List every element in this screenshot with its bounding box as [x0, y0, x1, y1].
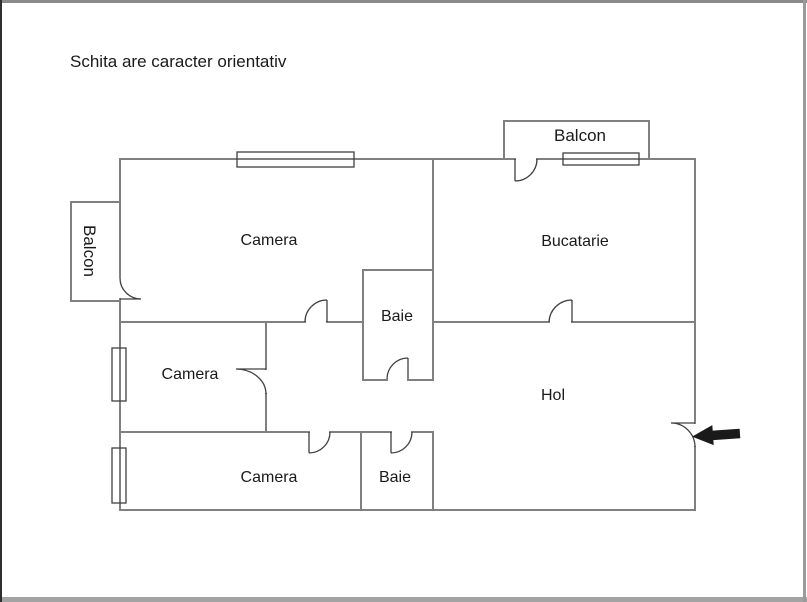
page-border-bottom: [0, 597, 807, 602]
page-border-top: [0, 0, 807, 3]
page-border-right: [803, 0, 806, 602]
room-label-hol: Hol: [540, 387, 566, 404]
window-camera-top: [236, 151, 355, 168]
door-bucatarie: [548, 299, 573, 323]
room-label-camera-middle: Camera: [161, 366, 219, 383]
door-baie-middle: [386, 357, 409, 380]
plan-disclaimer-title: Schita are caracter orientativ: [70, 52, 287, 71]
doors: [119, 158, 696, 454]
page-border-left: [0, 0, 2, 602]
interior-walls: [119, 158, 696, 511]
door-camera-bottom: [308, 431, 331, 454]
door-balcon-top: [514, 158, 538, 182]
window-camera-middle: [111, 347, 127, 402]
exterior-walls: [119, 158, 696, 511]
room-label-bucatarie: Bucatarie: [541, 233, 609, 250]
door-entrance: [670, 422, 696, 448]
room-label-camera-top: Camera: [240, 232, 298, 249]
window-balcon-top: [562, 152, 640, 166]
entrance-arrow-icon: [692, 425, 741, 446]
room-label-balcon-left: Balcon: [80, 225, 99, 277]
windows: [111, 151, 640, 504]
door-baie-bottom: [390, 431, 413, 454]
room-label-balcon-top: Balcon: [554, 126, 606, 145]
balcony-outlines: [70, 120, 650, 302]
room-label-camera-bottom: Camera: [240, 469, 298, 486]
door-camera-middle: [235, 368, 267, 395]
window-camera-bottom: [111, 447, 127, 504]
door-balcon-left: [119, 277, 142, 300]
room-label-baie-middle: Baie: [380, 308, 414, 325]
door-camera-top: [304, 299, 328, 323]
room-label-baie-bottom: Baie: [378, 469, 412, 486]
